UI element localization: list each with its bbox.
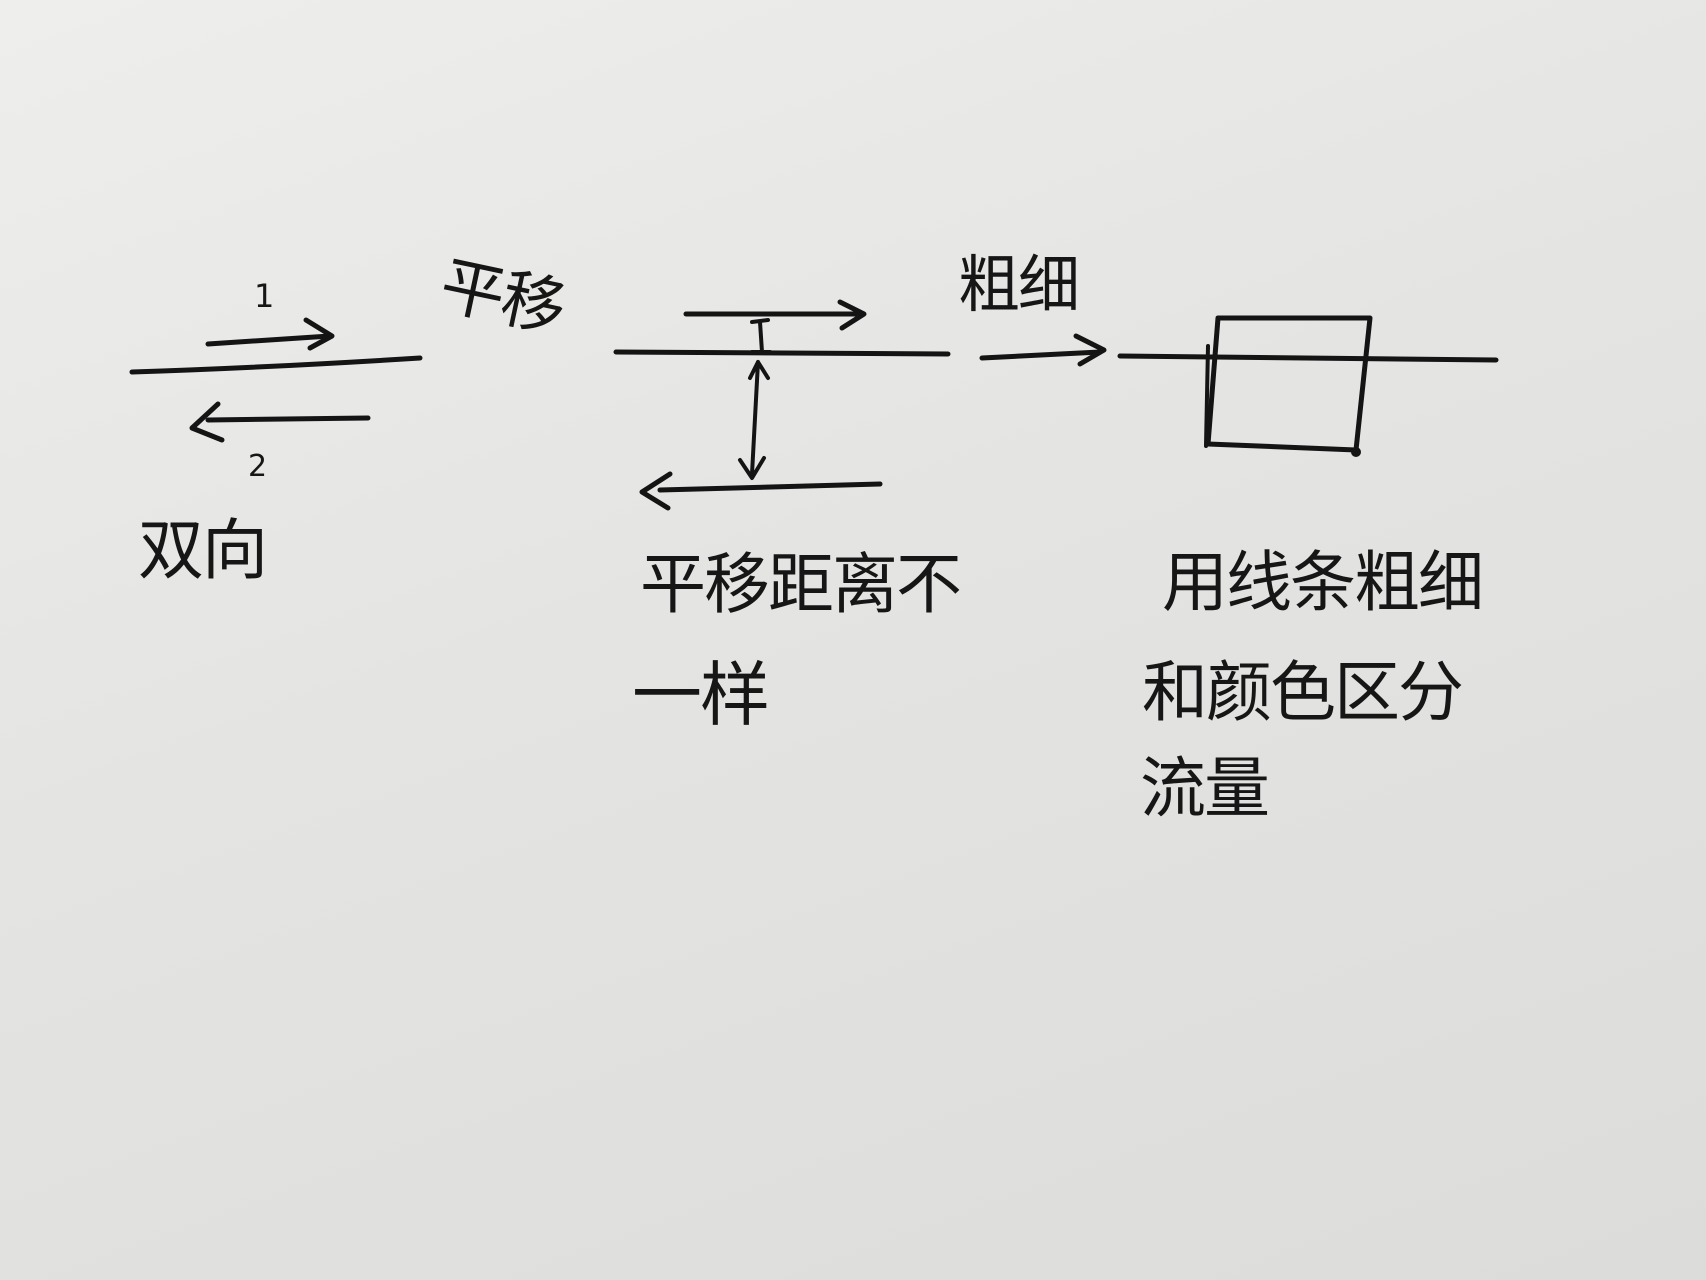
step2-upper-arrow-head xyxy=(837,299,867,331)
step3-caption-line1: 用线条粗细 xyxy=(1162,544,1484,621)
step3-figure xyxy=(1117,315,1499,457)
step2-large-offset-marker xyxy=(738,360,770,480)
step1-backward-label: 2 xyxy=(248,449,267,484)
step1-caption: 双向 xyxy=(138,512,268,589)
step3-base-line xyxy=(1117,353,1499,363)
step2-lower-arrow-head xyxy=(639,471,673,511)
step3-box-corner-dot xyxy=(1351,447,1361,457)
step3-caption-line2: 和颜色区分 xyxy=(1142,654,1464,731)
step1-figure xyxy=(129,317,423,443)
step1-base-line xyxy=(129,355,423,375)
step2-caption-line2: 一样 xyxy=(632,654,770,736)
transition2-arrow-head xyxy=(1073,333,1107,367)
step2-figure xyxy=(613,299,951,511)
step2-caption-line1: 平移距离不 xyxy=(640,546,962,623)
step3-box-left-extension xyxy=(1204,344,1210,448)
step2-small-offset-marker xyxy=(750,318,772,354)
step1-forward-arrow xyxy=(205,333,333,347)
step1-backward-arrow-head xyxy=(189,401,225,443)
step1-backward-arrow xyxy=(205,415,371,423)
transition2-arrow xyxy=(979,349,1103,361)
step1-forward-arrow-head xyxy=(303,317,335,351)
step3-thick-line-box xyxy=(1205,315,1373,453)
transition2-label: 粗细 xyxy=(958,248,1080,321)
step3-caption-line3: 流量 xyxy=(1140,750,1270,827)
step1-forward-label: 1 xyxy=(254,277,274,315)
step2-base-line xyxy=(613,349,951,357)
step2-lower-arrow xyxy=(657,481,883,493)
